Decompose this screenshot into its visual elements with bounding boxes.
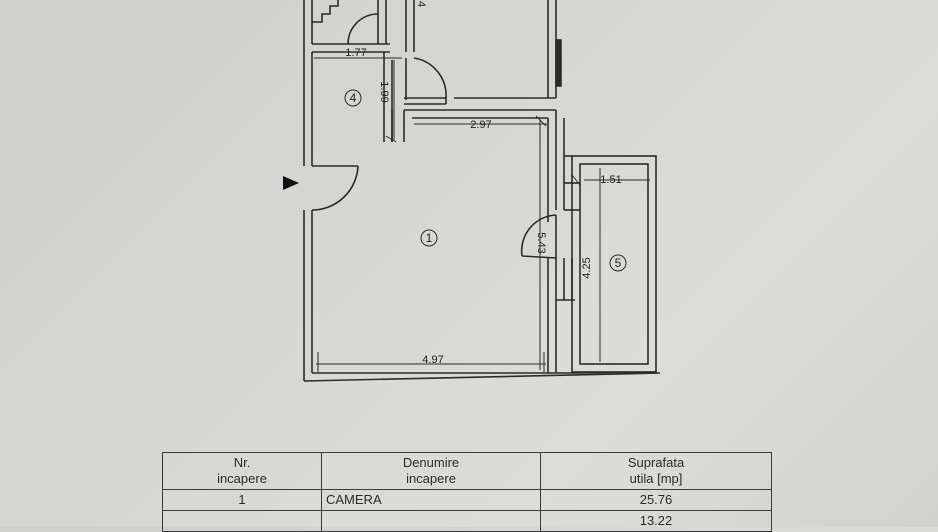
cell-area: 13.22 [540, 510, 772, 532]
dim-tick [571, 174, 581, 186]
door-swing [311, 165, 359, 211]
dim-label: 1.51 [600, 174, 621, 186]
balcony-inner [579, 163, 649, 365]
door-swing [347, 13, 379, 45]
header-suprafata-line2: utila [mp] [629, 471, 683, 486]
dim-label: 4.97 [422, 354, 443, 366]
header-nr: Nr. incapere [162, 452, 322, 490]
dim-label: 1.77 [345, 47, 366, 59]
dim-label: 1.99 [378, 81, 390, 102]
cell-nr [162, 510, 322, 532]
cell-name [321, 510, 541, 532]
header-denumire: Denumire incapere [321, 452, 541, 490]
dim-tick [385, 135, 397, 143]
dim-label: 4 [415, 1, 427, 7]
table-row: 1 CAMERA 25.76 [162, 489, 772, 511]
dim-label: 2.97 [470, 119, 491, 131]
room-circle [609, 254, 627, 272]
header-suprafata: Suprafata utila [mp] [540, 452, 772, 490]
wall [574, 371, 657, 374]
header-nr-line2: incapere [217, 471, 267, 486]
wall [303, 372, 661, 382]
cell-name: CAMERA [321, 489, 541, 511]
header-denumire-line2: incapere [406, 471, 456, 486]
door-swing [413, 57, 447, 99]
dim-label: 4.25 [581, 257, 593, 278]
entrance-arrow-icon [283, 176, 299, 190]
room-number-4: 4 [350, 91, 357, 105]
table-row: 13.22 [162, 510, 772, 532]
window [555, 39, 562, 87]
room-circle [344, 89, 362, 107]
dim-label: 5.43 [535, 232, 547, 253]
room-number-1: 1 [426, 231, 433, 245]
wall [312, 0, 339, 23]
room-area-table: Nr. incapere Denumire incapere Suprafata… [162, 452, 772, 532]
room-circle [420, 229, 438, 247]
door-swing [520, 214, 557, 257]
header-suprafata-line1: Suprafata [627, 455, 685, 470]
room-number-5: 5 [615, 256, 622, 270]
header-denumire-line1: Denumire [402, 455, 460, 470]
dim-tick [535, 115, 547, 127]
cell-area: 25.76 [540, 489, 772, 511]
cell-nr: 1 [162, 489, 322, 511]
door-leaf [521, 255, 557, 259]
header-nr-line1: Nr. [233, 455, 251, 470]
table-header-row: Nr. incapere Denumire incapere Suprafata… [162, 452, 772, 490]
